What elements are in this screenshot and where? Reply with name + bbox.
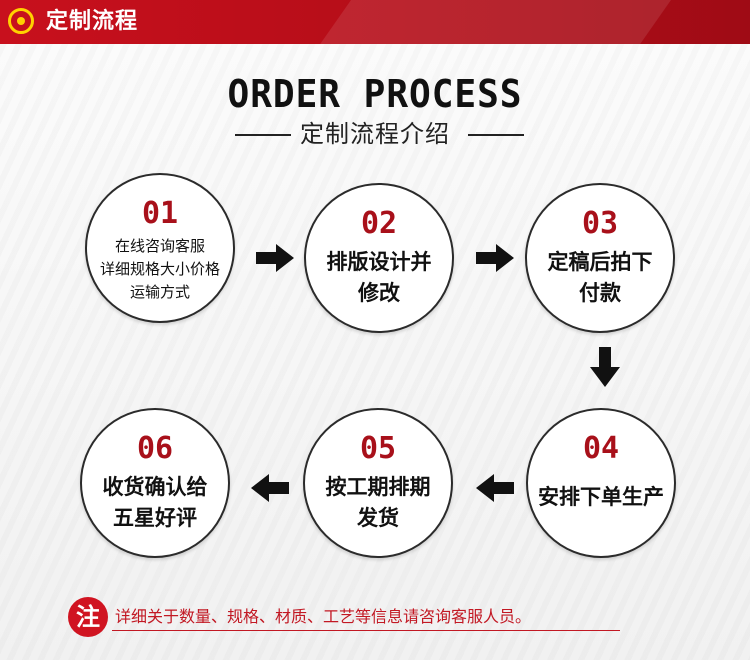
step-text-line: 安排下单生产: [538, 485, 664, 509]
page-title: ORDER PROCESS: [227, 72, 523, 116]
step-number: 03: [581, 206, 619, 241]
divider-right: [468, 134, 524, 136]
step-text-line: 在线咨询客服: [114, 237, 205, 255]
step-text-line: 发货: [357, 506, 399, 530]
step-number: 04: [582, 431, 620, 466]
step-text-line: 收货确认给: [102, 475, 208, 499]
note-text: 详细关于数量、规格、材质、工艺等信息请咨询客服人员。: [115, 607, 532, 626]
step-text-line: 排版设计并: [326, 250, 432, 274]
step-text-line: 按工期排期: [325, 475, 431, 499]
arrow-down-icon: [590, 347, 620, 387]
step-number: 02: [360, 206, 398, 241]
step-card-02: 02 排版设计并 修改: [304, 183, 454, 333]
step-description: 收货确认给 五星好评: [92, 472, 218, 534]
arrow-left-icon: [476, 474, 514, 502]
step-text-line: 定稿后拍下: [547, 250, 653, 274]
target-icon: [8, 8, 34, 34]
page-subtitle: 定制流程介绍: [300, 120, 450, 148]
step-description: 安排下单生产: [538, 482, 664, 513]
step-text-line: 运输方式: [129, 283, 190, 301]
note-badge: 注: [68, 597, 108, 637]
arrow-right-icon: [256, 244, 294, 272]
step-card-04: 04 安排下单生产: [526, 408, 676, 558]
step-text-line: 五星好评: [113, 506, 197, 530]
step-description: 排版设计并 修改: [316, 247, 442, 309]
step-text-line: 付款: [579, 281, 621, 305]
section-title: 定制流程: [46, 9, 139, 34]
step-description: 按工期排期 发货: [315, 472, 441, 534]
step-card-03: 03 定稿后拍下 付款: [525, 183, 675, 333]
section-header: 定制流程: [0, 0, 750, 44]
step-number: 01: [141, 196, 179, 231]
step-description: 定稿后拍下 付款: [537, 247, 663, 309]
step-card-01: 01 在线咨询客服 详细规格大小价格 运输方式: [85, 173, 235, 323]
step-text-line: 修改: [358, 281, 400, 305]
step-text-line: 详细规格大小价格: [99, 260, 220, 278]
step-number: 05: [359, 431, 397, 466]
step-card-06: 06 收货确认给 五星好评: [80, 408, 230, 558]
header-sheen: [294, 0, 686, 44]
arrow-left-icon: [251, 474, 289, 502]
step-number: 06: [136, 431, 174, 466]
note-underline: [112, 630, 620, 631]
divider-left: [235, 134, 291, 136]
step-card-05: 05 按工期排期 发货: [303, 408, 453, 558]
arrow-right-icon: [476, 244, 514, 272]
step-description: 在线咨询客服 详细规格大小价格 运输方式: [97, 235, 223, 304]
